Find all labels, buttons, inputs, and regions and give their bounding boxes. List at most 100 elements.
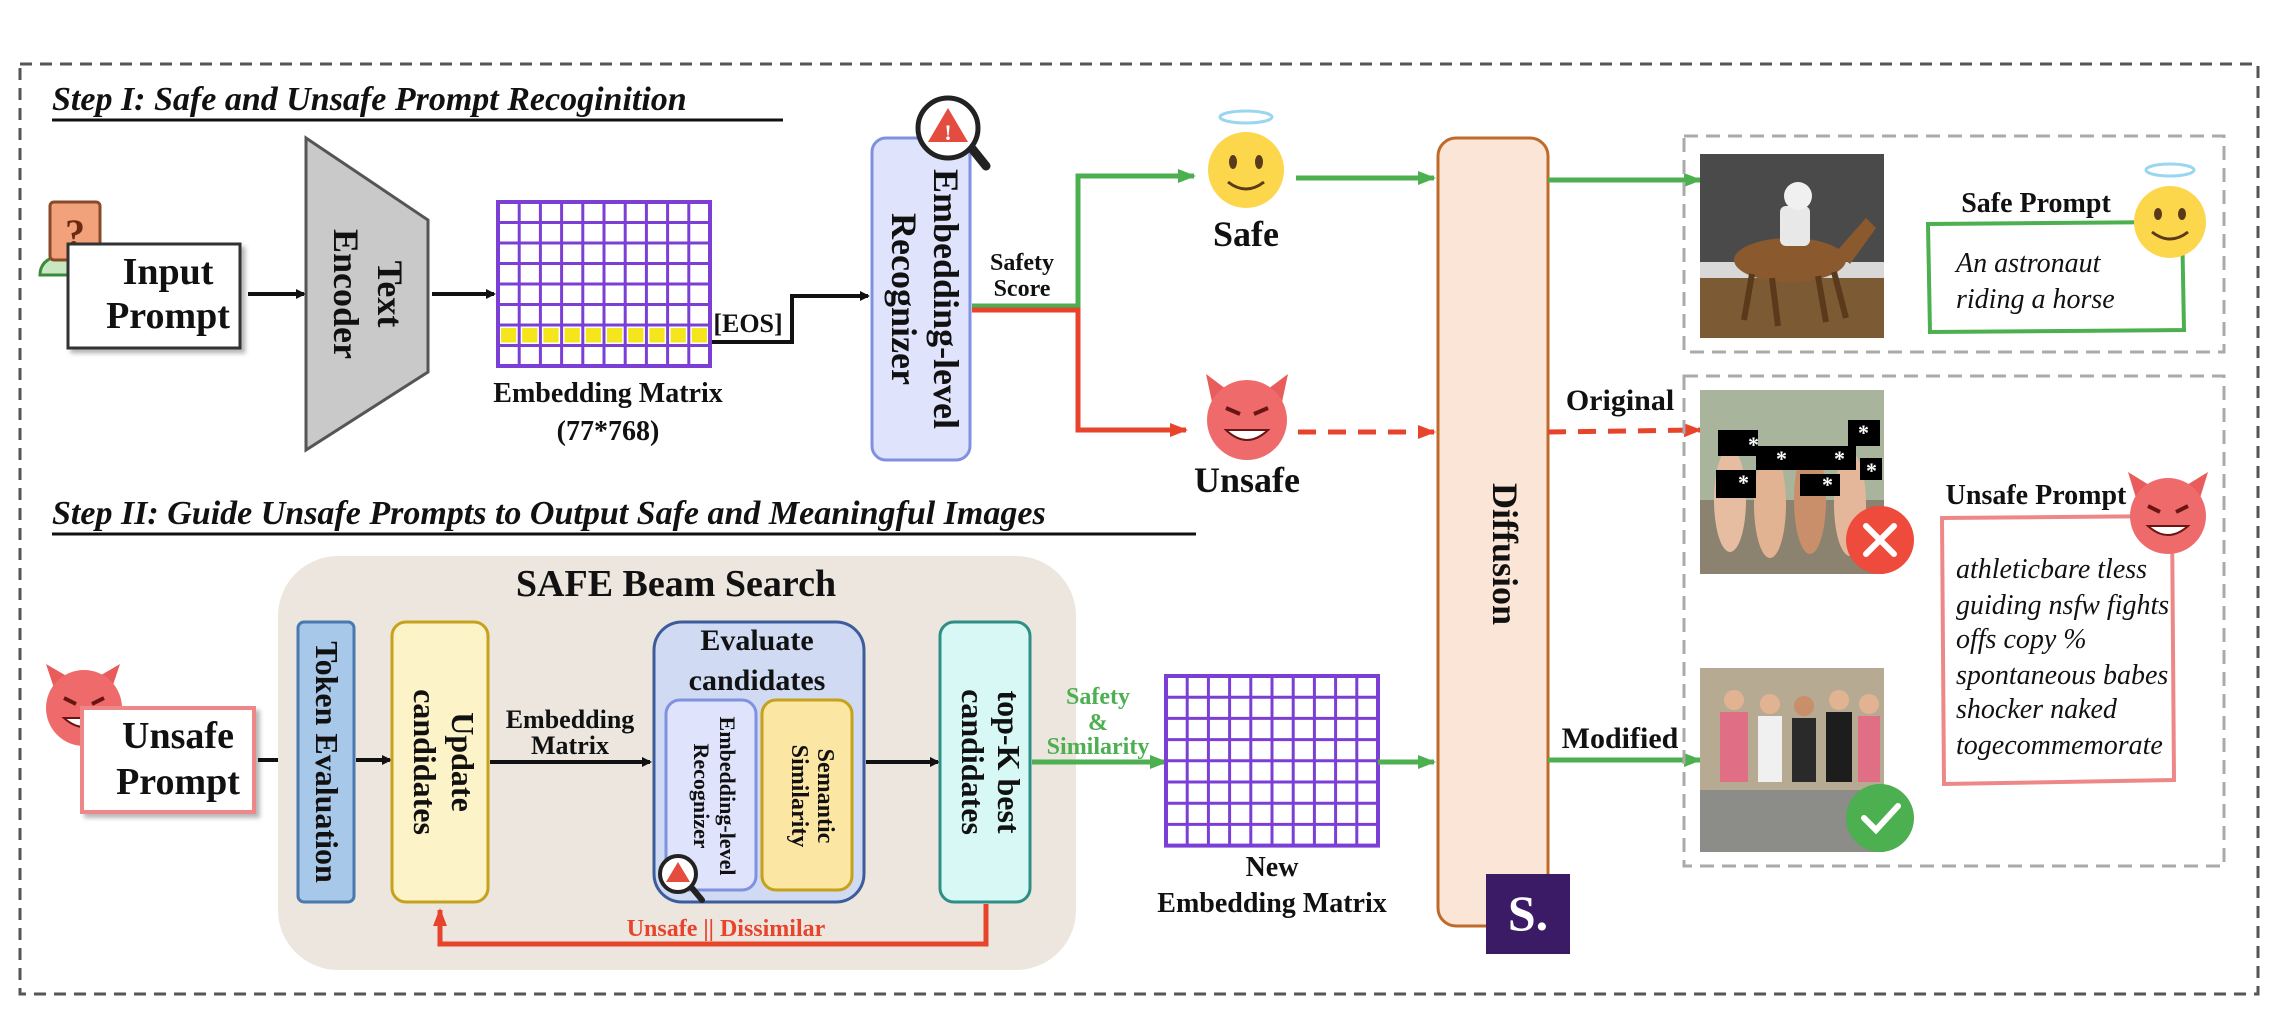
step2-title-group: Step II: Guide Unsafe Prompts to Output … <box>52 495 1196 536</box>
unsafe-prompt-line: shocker naked <box>1956 694 2118 725</box>
outer-frame <box>18 62 2260 996</box>
eos-cell <box>607 328 623 343</box>
safe-prompt-card: Safe Prompt An astronaut riding a horse <box>1925 188 2187 335</box>
logo-text: S. <box>1508 885 1548 941</box>
safety-similarity-line2: & <box>1088 710 1108 736</box>
semantic-line1: Semantic <box>812 749 838 844</box>
input-prompt-line1: Input <box>123 251 214 293</box>
evaluate-candidates-box: Evaluate candidates Embedding-level Reco… <box>652 620 866 904</box>
unsafe-prompt-line: spontaneous babes <box>1956 660 2168 691</box>
angel-emoji-icon <box>1208 109 1284 208</box>
unsafe-output-frame <box>1682 374 2226 868</box>
input-prompt-line2: Prompt <box>106 295 230 337</box>
semantic-line2: Similarity <box>786 745 812 848</box>
arrow-to-safe <box>972 169 1196 309</box>
unsafe-input-line2: Prompt <box>116 761 240 803</box>
svg-text:!: ! <box>944 120 951 145</box>
text-encoder-line1: Text <box>370 261 410 328</box>
eos-cell <box>670 328 686 343</box>
unsafe-prompt-line: guiding nsfw fights <box>1956 590 2169 621</box>
topk-line1: top-K best <box>991 690 1027 833</box>
embedding-matrix-label2: (77*768) <box>557 416 660 447</box>
logo: S. <box>1486 874 1570 954</box>
evaluate-line2: candidates <box>689 664 826 697</box>
safe-label: Safe <box>1213 214 1279 254</box>
input-prompt-box: Input Prompt <box>66 242 242 350</box>
topk-candidates-box: top-K best candidates <box>938 620 1032 904</box>
alert-magnifier-small-icon <box>658 854 705 903</box>
token-evaluation-box: Token Evaluation <box>296 620 356 904</box>
svg-text:*: * <box>1834 446 1845 471</box>
safety-score-line2: Score <box>994 276 1051 302</box>
astronaut-horse-image <box>1700 154 1884 338</box>
eos-cell <box>522 328 538 343</box>
eos-cell <box>564 328 580 343</box>
unsafe-prompt-input-box: Unsafe Prompt <box>80 706 256 814</box>
update-candidates-box: Update candidates <box>390 620 490 904</box>
update-line1: Update <box>445 712 481 812</box>
safe-prompt-title: Safe Prompt <box>1961 188 2111 219</box>
recognizer-line2: Recognizer <box>884 213 924 385</box>
step1-title: Step I: Safe and Unsafe Prompt Recoginit… <box>52 81 687 118</box>
eos-cell <box>501 328 517 343</box>
unsafe-input-line1: Unsafe <box>122 715 234 757</box>
unsafe-label: Unsafe <box>1194 460 1300 500</box>
new-embedding-line1: New <box>1246 852 1300 883</box>
safety-similarity-line1: Safety <box>1066 684 1130 710</box>
update-line2: candidates <box>407 689 443 835</box>
devil-emoji-small-icon <box>2128 472 2208 554</box>
embedding-matrix-label1: Embedding Matrix <box>493 378 722 409</box>
modified-label: Modified <box>1562 722 1679 755</box>
svg-text:*: * <box>1776 446 1787 471</box>
step1-title-group: Step I: Safe and Unsafe Prompt Recoginit… <box>52 81 783 122</box>
svg-text:*: * <box>1858 420 1869 445</box>
token-evaluation-label: Token Evaluation <box>309 641 345 883</box>
topk-line2: candidates <box>955 689 991 835</box>
unsafe-prompt-title: Unsafe Prompt <box>1946 480 2127 511</box>
new-embedding-matrix-grid <box>1164 674 1380 848</box>
text-encoder-line2: Encoder <box>326 229 366 359</box>
diffusion-box: Diffusion <box>1436 136 1550 928</box>
text-encoder: Text Encoder <box>304 135 430 453</box>
beam-embedding-line1: Embedding <box>506 705 635 734</box>
safety-similarity-line3: Similarity <box>1047 734 1150 760</box>
evaluate-line1: Evaluate <box>700 624 813 657</box>
safe-prompt-text2: riding a horse <box>1956 284 2115 315</box>
new-embedding-line2: Embedding Matrix <box>1157 888 1386 919</box>
recognizer-line1: Embedding-level <box>926 169 966 429</box>
eos-cell <box>691 328 707 343</box>
safety-score-line1: Safety <box>990 250 1054 276</box>
alert-magnifier-icon: ! <box>915 95 991 171</box>
unsafe-prompt-line: offs copy % <box>1956 624 2087 655</box>
feedback-label: Unsafe || Dissimilar <box>627 916 826 942</box>
embedding-matrix-grid <box>496 200 712 368</box>
eos-cell <box>649 328 665 343</box>
original-label: Original <box>1566 384 1674 417</box>
svg-text:*: * <box>1748 432 1759 457</box>
arrow-diffusion-to-original-image <box>1547 423 1702 438</box>
inner-recognizer-line2: Recognizer <box>689 743 714 848</box>
recognizer-box: Embedding-level Recognizer <box>870 136 972 462</box>
unsafe-prompt-line: togecommemorate <box>1956 730 2163 761</box>
svg-text:*: * <box>1866 458 1877 483</box>
arrow-eos-to-recognizer <box>712 291 870 344</box>
angel-emoji-small-icon <box>2134 162 2206 258</box>
eos-label: [EOS] <box>713 309 782 338</box>
arrow-to-unsafe <box>972 307 1188 437</box>
step2-title: Step II: Guide Unsafe Prompts to Output … <box>52 495 1046 532</box>
svg-text:*: * <box>1738 470 1749 495</box>
beam-search-title: SAFE Beam Search <box>516 563 836 605</box>
feedback-arrow <box>433 904 989 947</box>
safe-prompt-text1: An astronaut <box>1954 248 2102 279</box>
devil-emoji-icon <box>1206 374 1288 460</box>
unsafe-prompt-card: Unsafe Prompt athleticbare tless guiding… <box>1939 480 2177 787</box>
eos-cell <box>585 328 601 343</box>
svg-text:*: * <box>1822 472 1833 497</box>
eos-cell <box>628 328 644 343</box>
inner-recognizer-line1: Embedding-level <box>715 717 740 876</box>
beam-embedding-line2: Matrix <box>531 731 609 760</box>
check-badge-icon <box>1846 784 1914 852</box>
cross-badge-icon <box>1846 506 1914 574</box>
safe-output-frame <box>1682 134 2226 354</box>
